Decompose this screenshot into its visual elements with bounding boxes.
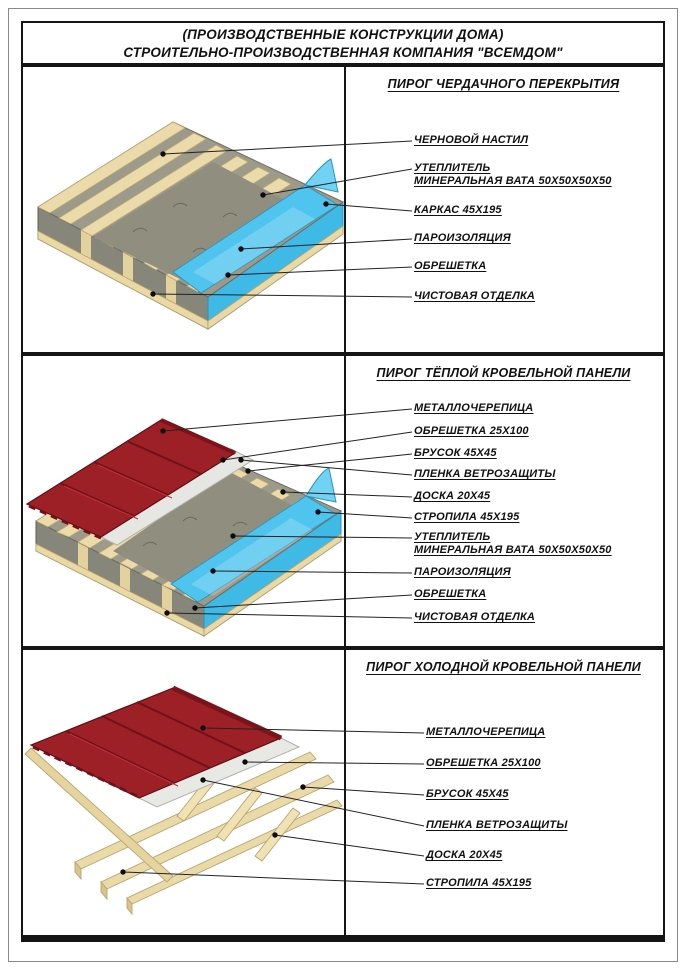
callout-finish: ЧИСТОВАЯ ОТДЕЛКА [414,611,536,623]
header: (ПРОИЗВОДСТВЕННЫЕ КОНСТРУКЦИИ ДОМА) СТРО… [21,21,665,65]
leader-lines [162,408,413,619]
warm-roof-illustration [25,408,413,637]
panel-title: ПИРОГ ЧЕРДАЧНОГО ПЕРЕКРЫТИЯ [387,77,620,91]
film-curl [305,467,337,503]
cold-roof-structure [24,685,343,916]
header-line-2: СТРОИТЕЛЬНО-ПРОИЗВОДСТВЕННАЯ КОМПАНИЯ "В… [123,45,563,60]
callout-rafters: СТРОПИЛА 45Х195 [426,877,532,889]
header-line-1: (ПРОИЗВОДСТВЕННЫЕ КОНСТРУКЦИИ ДОМА) [182,27,504,42]
callout-insulation: УТЕПЛИТЕЛЬ МИНЕРАЛЬНАЯ ВАТА 50Х50Х50Х50 [414,531,612,556]
callout-lathing-25x100: ОБРЕШЕТКА 25Х100 [414,425,529,437]
callout-wind-film: ПЛЕНКА ВЕТРОЗАЩИТЫ [414,468,556,480]
callout-metal-tile: МЕТАЛЛОЧЕРЕПИЦА [426,726,546,738]
leader-lines [122,727,425,885]
eave-board [24,747,174,883]
attic-floor-illustration [37,121,413,330]
poster-sheet: (ПРОИЗВОДСТВЕННЫЕ КОНСТРУКЦИИ ДОМА) СТРО… [8,8,678,962]
callout-lathing: ОБРЕШЕТКА [414,588,487,600]
panel-divider [344,650,346,935]
callout-vapor-barrier: ПАРОИЗОЛЯЦИЯ [414,232,511,244]
callout-wind-film: ПЛЕНКА ВЕТРОЗАЩИТЫ [426,819,568,831]
callout-board-20x45: ДОСКА 20Х45 [426,849,503,861]
panel-title: ПИРОГ ТЁПЛОЙ КРОВЕЛЬНОЙ ПАНЕЛИ [376,366,631,380]
callout-finish: ЧИСТОВАЯ ОТДЕЛКА [414,290,536,302]
metal-tile-sheet [25,418,237,540]
panel-divider [344,67,346,352]
callout-lathing: ОБРЕШЕТКА [414,260,487,272]
callout-metal-tile: МЕТАЛЛОЧЕРЕПИЦА [414,402,534,414]
leader-dots [160,428,321,616]
callout-frame: КАРКАС 45Х195 [414,204,502,216]
panel-attic-floor: ПИРОГ ЧЕРДАЧНОГО ПЕРЕКРЫТИЯ ЧЕРНОВОЙ НАС… [21,65,665,354]
mineral-wool-top [93,162,298,290]
callout-lathing-25x100: ОБРЕШЕТКА 25Х100 [426,757,541,769]
callout-rafters: СТРОПИЛА 45Х195 [414,511,520,523]
poster-content: (ПРОИЗВОДСТВЕННЫЕ КОНСТРУКЦИИ ДОМА) СТРО… [9,9,677,961]
panel-divider [344,356,346,646]
metal-tile-sheet [29,685,283,799]
leader-dots [120,725,306,875]
callout-insulation: УТЕПЛИТЕЛЬ МИНЕРАЛЬНАЯ ВАТА 50Х50Х50Х50 [414,162,612,187]
callout-rough-deck: ЧЕРНОВОЙ НАСТИЛ [414,134,529,146]
panel-warm-roof: ПИРОГ ТЁПЛОЙ КРОВЕЛЬНОЙ ПАНЕЛИ МЕТАЛЛОЧЕ… [21,354,665,648]
vapor-film-top [170,495,337,603]
panel-title: ПИРОГ ХОЛОДНОЙ КРОВЕЛЬНОЙ ПАНЕЛИ [366,660,641,674]
warm-roof-structure [25,418,343,637]
panel-cold-roof: ПИРОГ ХОЛОДНОЙ КРОВЕЛЬНОЙ ПАНЕЛИ МЕТАЛЛО… [21,648,665,942]
callout-vapor-barrier: ПАРОИЗОЛЯЦИЯ [414,566,511,578]
mineral-wool-top [113,471,303,599]
leader-lines [152,140,413,298]
callout-bar-45x45: БРУСОК 45Х45 [426,788,509,800]
cold-roof-illustration [24,685,425,916]
leader-dots [150,151,329,297]
callout-bar-45x45: БРУСОК 45Х45 [414,447,497,459]
callout-board-20x45: ДОСКА 20Х45 [414,490,491,502]
